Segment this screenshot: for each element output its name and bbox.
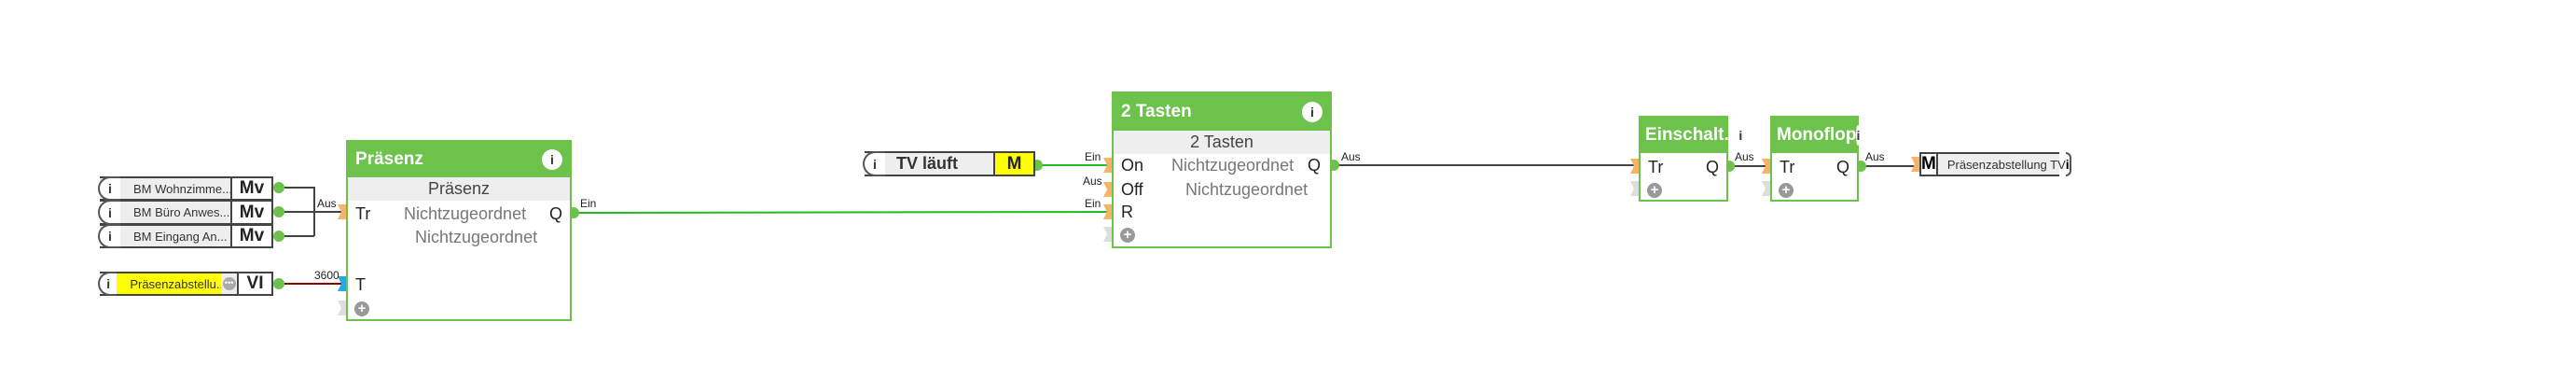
input-tv-laeuft[interactable]: i TV läuft M (863, 151, 1035, 176)
add-input-icon[interactable]: + (354, 301, 369, 316)
block-title: Präsenz (355, 149, 423, 169)
port-tr[interactable]: Tr (1648, 158, 1664, 176)
port-tr[interactable]: Tr (355, 204, 371, 223)
input-label: Präsenzabstellu... (117, 273, 222, 294)
output-type: M (1921, 154, 1938, 175)
port-q[interactable]: Q (548, 204, 562, 223)
input-type: VI (237, 273, 271, 294)
wire-label: Aus (1083, 175, 1102, 188)
block-title: Monoflop (1777, 125, 1857, 145)
info-icon[interactable]: i (1738, 125, 1743, 146)
input-type: M (993, 153, 1033, 175)
wire-label: Aus (1341, 150, 1361, 163)
block-header: 2 Tasten i (1114, 93, 1330, 131)
input-type: Mv (230, 226, 271, 246)
info-icon[interactable]: i (98, 176, 120, 201)
block-header: Präsenz i (348, 142, 570, 177)
info-icon[interactable]: i (98, 224, 120, 248)
info-icon[interactable]: i (2065, 152, 2071, 176)
input-type: Mv (230, 178, 271, 199)
output-label: Präsenzabstellung TV (1946, 157, 2066, 172)
port-r[interactable]: R (1121, 203, 1133, 221)
wire-label: Aus (317, 197, 337, 210)
wire-label: Ein (580, 197, 597, 210)
input-label: BM Eingang An... (133, 229, 228, 244)
block-subtitle: 2 Tasten (1114, 131, 1330, 154)
block-praesenz[interactable]: Präsenz i Präsenz Tr Nichtzugeordnet Q Ni… (346, 140, 572, 321)
wire-praesenz-to-r (575, 211, 1111, 214)
info-icon[interactable]: i (98, 200, 120, 225)
info-icon[interactable]: i (542, 149, 562, 170)
add-input-icon[interactable]: + (1779, 183, 1794, 198)
block-title: Einschalt... (1645, 125, 1739, 145)
block-header: Einschalt...i (1641, 118, 1743, 153)
block-title: 2 Tasten (1121, 102, 1192, 121)
info-icon[interactable]: i (863, 151, 885, 176)
output-praesenzabstellung-tv[interactable]: M Präsenzabstellung TV i (1919, 152, 2071, 176)
port-tr[interactable]: Tr (1780, 158, 1795, 176)
port-q[interactable]: Q (1307, 156, 1321, 175)
wire-label: Aus (1735, 150, 1754, 163)
block-subtitle: Präsenz (348, 177, 570, 201)
input-praesenzabstellung[interactable]: i Präsenzabstellu... ••• VI (98, 272, 273, 296)
port-on[interactable]: On (1121, 156, 1144, 175)
input-label: TV läuft (896, 154, 958, 173)
input-bm-buero[interactable]: i BM Büro Anwes... Mv (98, 200, 273, 225)
assignment: Nichtzugeordnet (1171, 156, 1295, 175)
assignment: Nichtzugeordnet (1185, 180, 1309, 199)
wire-label: Ein (1085, 150, 1101, 163)
input-bm-wohnzimmer[interactable]: i BM Wohnzimme... Mv (98, 176, 273, 201)
info-icon[interactable]: i (98, 272, 118, 296)
add-input-icon[interactable]: + (1120, 228, 1135, 243)
port-q[interactable]: Q (1705, 158, 1719, 176)
input-label: BM Wohnzimme... (133, 181, 230, 196)
input-bm-eingang[interactable]: i BM Eingang An... Mv (98, 224, 273, 248)
wire-label: Ein (1085, 197, 1101, 210)
port-q[interactable]: Q (1835, 158, 1849, 176)
wire-label: 3600 (314, 269, 339, 282)
info-icon[interactable]: i (1856, 125, 1861, 146)
wire-bm-merge (280, 187, 346, 237)
wire-label: Aus (1865, 150, 1885, 163)
more-icon[interactable]: ••• (221, 273, 237, 294)
assignment: Nichtzugeordnet (404, 204, 527, 223)
input-type: Mv (230, 202, 271, 223)
port-t[interactable]: T (355, 275, 366, 294)
add-input-icon[interactable]: + (1647, 183, 1662, 198)
port-off[interactable]: Off (1121, 180, 1143, 199)
info-icon[interactable]: i (1302, 102, 1323, 122)
assignment: Nichtzugeordnet (415, 228, 538, 246)
input-label: BM Büro Anwes... (133, 205, 230, 219)
block-einschalt[interactable]: Einschalt...i Tr Q + (1639, 116, 1743, 202)
